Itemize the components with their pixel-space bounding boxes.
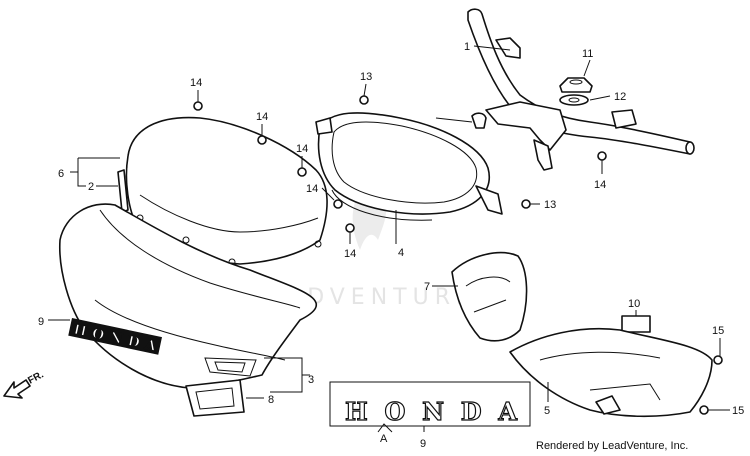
callout-9-cover: 9 bbox=[38, 316, 44, 328]
callout-15-top: 15 bbox=[712, 325, 724, 337]
rendered-by-credit: Rendered by LeadVenture, Inc. bbox=[536, 440, 689, 452]
callout-2: 2 bbox=[88, 181, 94, 193]
caution-decal[interactable] bbox=[621, 315, 651, 333]
callout-13-top: 13 bbox=[360, 71, 372, 83]
screw-14-d[interactable] bbox=[333, 199, 343, 209]
front-direction-arrow: FR. bbox=[3, 369, 46, 399]
callout-14-d: 14 bbox=[306, 183, 318, 195]
screw-14-c[interactable] bbox=[297, 167, 307, 177]
washer[interactable] bbox=[559, 94, 589, 106]
callout-4: 4 bbox=[398, 247, 404, 259]
callout-labels: 1 2 3 4 5 6 7 8 9 9 10 11 12 13 13 14 14… bbox=[38, 41, 744, 450]
screw-14-a[interactable] bbox=[193, 101, 203, 111]
screw-15-b[interactable] bbox=[699, 405, 709, 415]
screws bbox=[193, 95, 723, 415]
callout-8: 8 bbox=[268, 394, 274, 406]
screw-14-e[interactable] bbox=[345, 223, 355, 233]
callout-10: 10 bbox=[628, 298, 640, 310]
callout-5: 5 bbox=[544, 405, 550, 417]
callout-13-right: 13 bbox=[544, 199, 556, 211]
screw-13-b[interactable] bbox=[521, 199, 531, 209]
windscreen-seal[interactable] bbox=[117, 169, 129, 213]
screw-13-a[interactable] bbox=[359, 95, 369, 105]
handle-rear-cover[interactable] bbox=[451, 252, 528, 342]
screw-14-f[interactable] bbox=[597, 151, 607, 161]
screw-14-b[interactable] bbox=[257, 135, 267, 145]
callout-a: A bbox=[380, 433, 388, 445]
callout-14-f: 14 bbox=[594, 179, 606, 191]
svg-text:HONDA: HONDA bbox=[345, 397, 517, 426]
handlebar[interactable] bbox=[435, 8, 695, 171]
grille[interactable] bbox=[185, 379, 245, 417]
callout-11: 11 bbox=[582, 48, 593, 60]
callout-12: 12 bbox=[614, 91, 626, 103]
callout-14-a: 14 bbox=[190, 77, 202, 89]
callout-6: 6 bbox=[58, 168, 64, 180]
callout-15-bottom: 15 bbox=[732, 405, 744, 417]
direction-label: FR. bbox=[26, 369, 46, 386]
rear-cover[interactable] bbox=[509, 327, 713, 418]
callout-9-detail: 9 bbox=[420, 438, 426, 450]
nut[interactable] bbox=[559, 77, 593, 93]
callout-14-b: 14 bbox=[256, 111, 268, 123]
callout-3: 3 bbox=[308, 374, 314, 386]
callout-14-c: 14 bbox=[296, 143, 308, 155]
screw-15-a[interactable] bbox=[713, 355, 723, 365]
callout-14-e: 14 bbox=[344, 248, 356, 260]
callout-7: 7 bbox=[424, 281, 430, 293]
honda-emblem-detail[interactable]: HONDA bbox=[329, 381, 531, 427]
leader-lines bbox=[48, 45, 730, 433]
callout-1: 1 bbox=[464, 41, 470, 53]
front-cover-base[interactable] bbox=[315, 112, 503, 221]
